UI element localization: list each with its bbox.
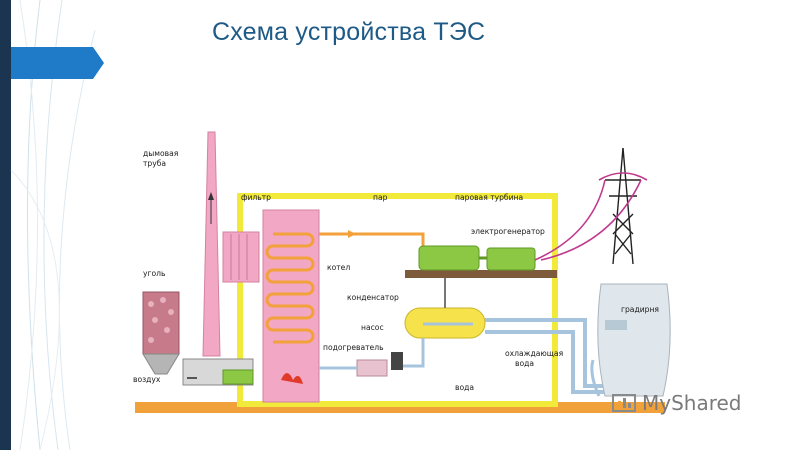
ground-strip (135, 402, 665, 413)
label-condenser: конденсатор (347, 293, 399, 302)
cooling-tower (597, 283, 671, 397)
left-decoration (0, 0, 104, 450)
watermark-icon (612, 389, 636, 418)
power-pylon (605, 147, 641, 265)
label-filter: фильтр (241, 193, 271, 202)
label-pump: насос (361, 323, 384, 332)
heater (356, 359, 388, 377)
label-generator: электрогенератор (471, 227, 545, 236)
accent-arrow (11, 47, 104, 79)
label-heater: подогреватель (323, 343, 384, 352)
label-water: вода (455, 383, 474, 392)
power-line (534, 179, 606, 261)
diagram-panel: дымовая труба фильтр пар паровая турбина… (123, 84, 678, 450)
turbine-base (405, 270, 557, 278)
chimney (202, 131, 221, 357)
watermark-text: MyShared (642, 391, 742, 415)
steam-pipe (319, 232, 425, 254)
steam-turbine (418, 245, 480, 271)
generator (486, 247, 536, 271)
label-cooling-water: охлаждающая (505, 349, 563, 358)
building-frame (237, 193, 558, 407)
label-steam: пар (373, 193, 388, 202)
label-chimney-2: труба (143, 159, 166, 168)
watermark: MyShared (612, 390, 742, 416)
label-chimney: дымовая (143, 149, 178, 158)
label-boiler: котел (327, 263, 350, 272)
slide-title: Схема устройства ТЭС (212, 18, 486, 46)
label-air: воздух (133, 375, 161, 384)
label-cooling-tower: градирня (621, 305, 659, 314)
label-coal: уголь (143, 269, 166, 278)
tpp-diagram: дымовая труба фильтр пар паровая турбина… (133, 131, 671, 413)
filter (222, 231, 260, 283)
label-cooling-water-2: вода (515, 359, 534, 368)
pump (391, 352, 403, 370)
label-turbine: паровая турбина (455, 193, 523, 202)
